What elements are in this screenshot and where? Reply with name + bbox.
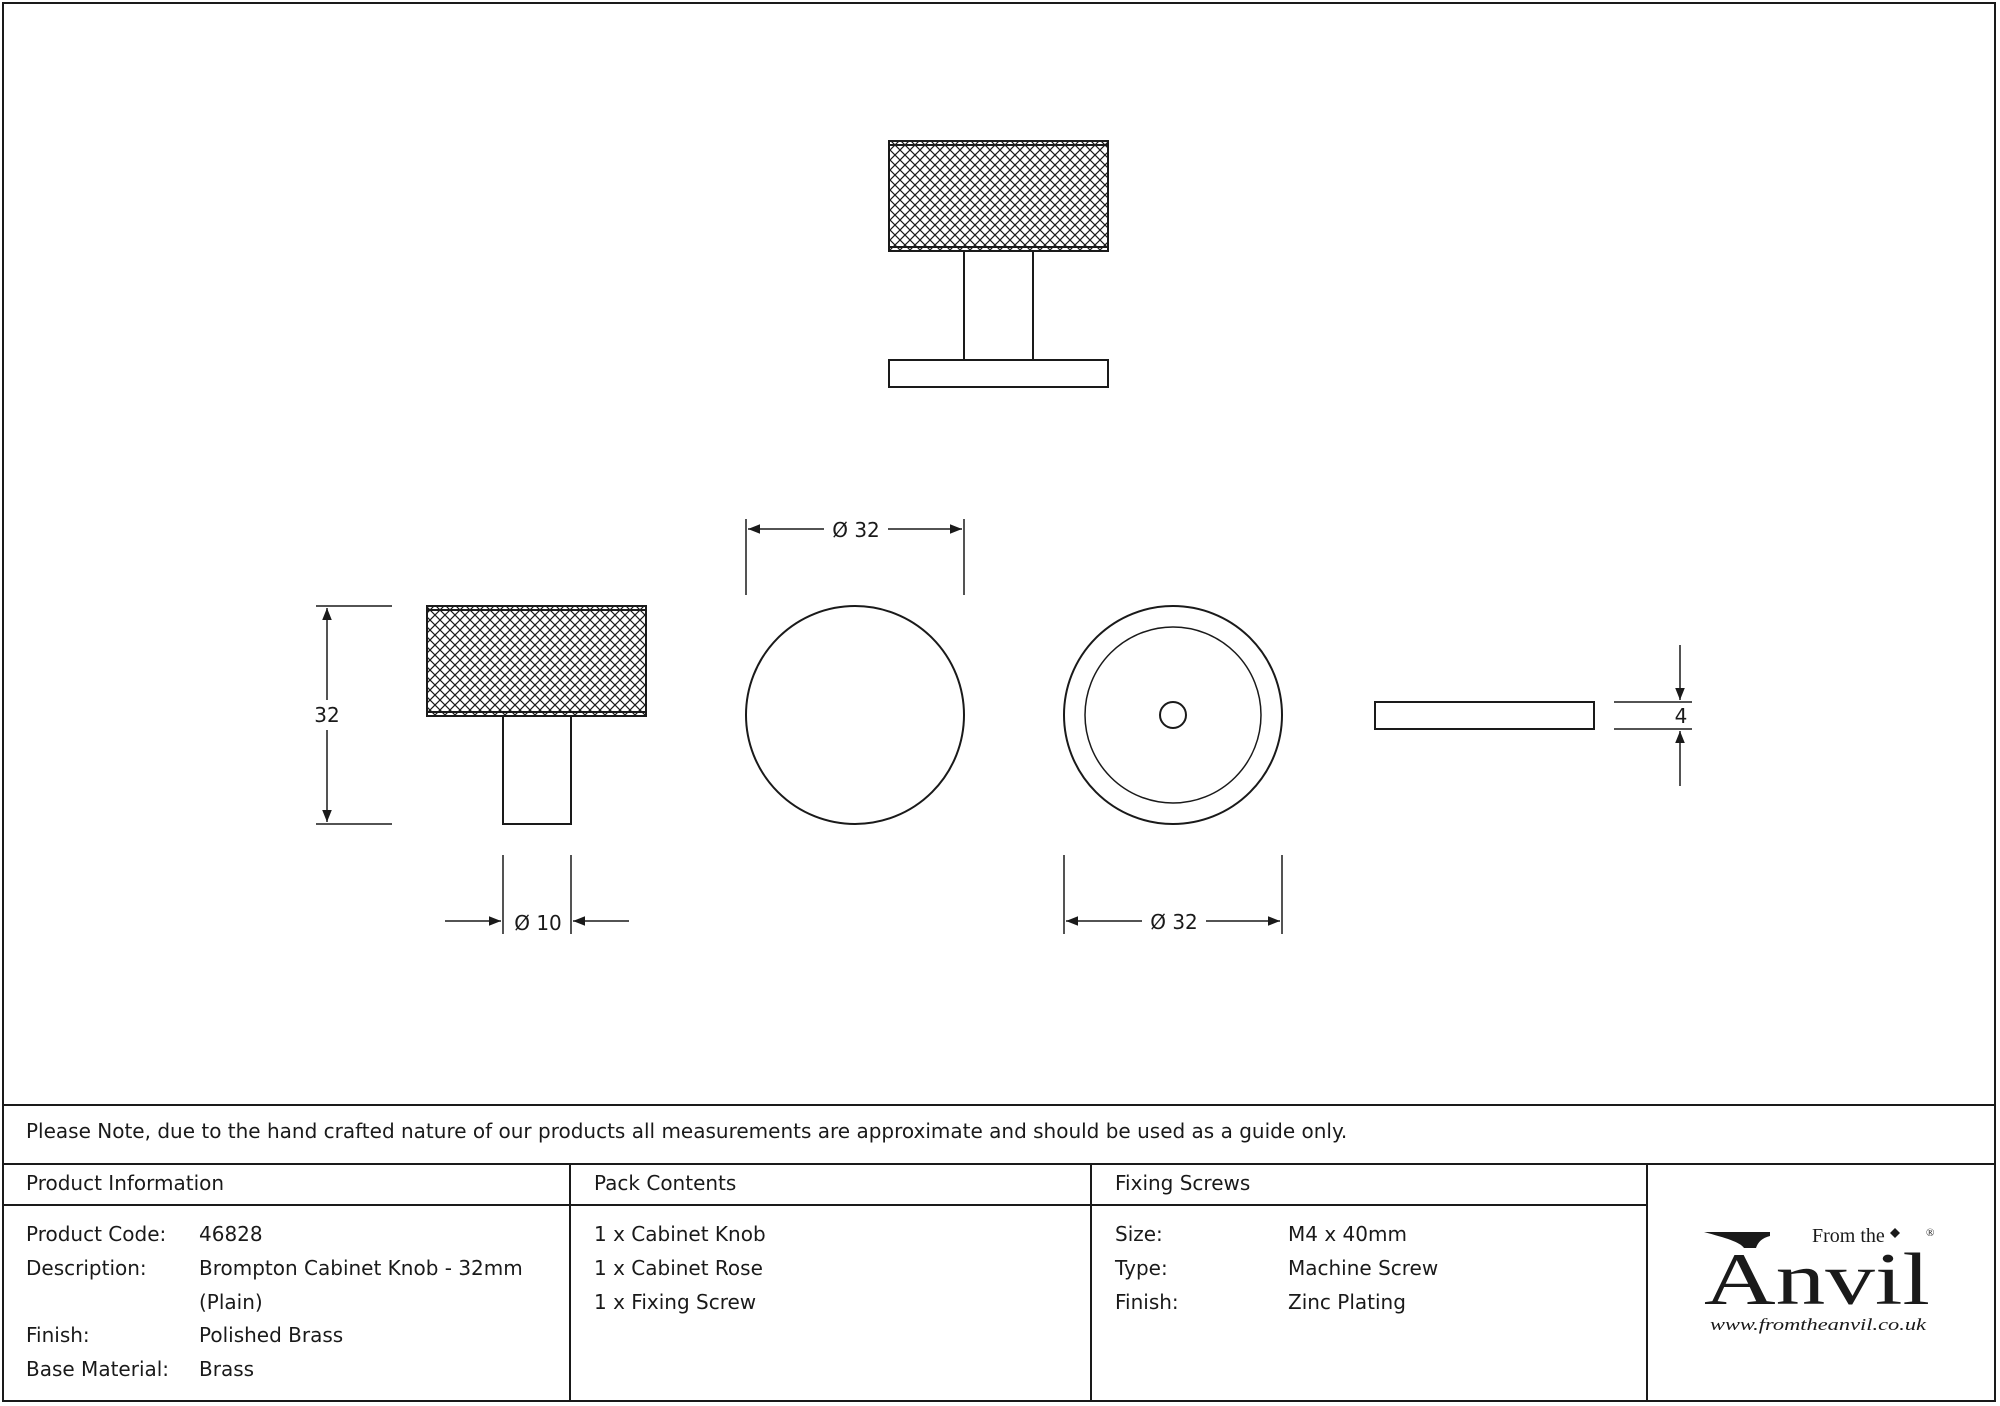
thickness-label: 4 — [1675, 704, 1688, 728]
base-material-value: Brass — [199, 1357, 255, 1381]
top-diameter-label: Ø 32 — [832, 518, 880, 542]
height-label: 32 — [314, 703, 339, 727]
thickness-dimension — [1614, 645, 1692, 786]
screw-finish-label: Finish: — [1115, 1290, 1179, 1314]
product-code-label: Product Code: — [26, 1222, 167, 1246]
anvil-icon — [1704, 1232, 1770, 1248]
product-info-heading: Product Information — [26, 1171, 225, 1195]
screw-type-label: Type: — [1115, 1256, 1168, 1280]
knob-front-elevation — [888, 140, 1109, 388]
finish-value: Polished Brass — [199, 1323, 344, 1347]
technical-drawing: 32 Ø 10 Ø 32 Ø 32 4 — [314, 140, 1692, 935]
rose-diameter-label: Ø 32 — [1150, 910, 1198, 934]
base-material-label: Base Material: — [26, 1357, 170, 1381]
finish-label: Finish: — [26, 1323, 90, 1347]
pack-item: 1 x Cabinet Knob — [594, 1222, 766, 1246]
stem-dimension — [445, 855, 629, 934]
height-dimension — [316, 605, 392, 825]
rose-top-view — [1063, 605, 1283, 825]
logo-anvil-wordmark: Anvil — [1704, 1239, 1930, 1321]
rose-diameter-dimension — [1063, 855, 1283, 934]
logo-from-the: From the — [1812, 1225, 1885, 1247]
description-value-continued: (Plain) — [199, 1290, 263, 1314]
fixing-screws-heading: Fixing Screws — [1115, 1171, 1251, 1195]
column-divider-2 — [1090, 1163, 1092, 1402]
top-diameter-dimension — [745, 519, 965, 595]
measurement-note: Please Note, due to the hand crafted nat… — [26, 1119, 1348, 1143]
from-the-anvil-logo: From the ® Anvil www.fromtheanvil.co.uk — [1704, 1225, 1934, 1334]
divider-header-bottom — [2, 1204, 1647, 1206]
column-divider-1 — [569, 1163, 571, 1402]
description-value: Brompton Cabinet Knob - 32mm — [199, 1256, 523, 1280]
stem-diameter-label: Ø 10 — [514, 911, 562, 935]
column-divider-3 — [1646, 1163, 1648, 1402]
knob-top-view — [745, 605, 965, 825]
screw-finish-value: Zinc Plating — [1288, 1290, 1406, 1314]
screw-size-value: M4 x 40mm — [1288, 1222, 1407, 1246]
product-code-value: 46828 — [199, 1222, 263, 1246]
screw-size-label: Size: — [1115, 1222, 1163, 1246]
diamond-icon — [1890, 1228, 1900, 1238]
logo-url: www.fromtheanvil.co.uk — [1710, 1315, 1927, 1334]
description-label: Description: — [26, 1256, 147, 1280]
pack-item: 1 x Fixing Screw — [594, 1290, 757, 1314]
pack-item: 1 x Cabinet Rose — [594, 1256, 763, 1280]
screw-type-value: Machine Screw — [1288, 1256, 1439, 1280]
knob-side-view — [426, 605, 647, 825]
rose-side-view — [1374, 701, 1595, 730]
logo-registered-mark: ® — [1926, 1227, 1934, 1239]
pack-contents-heading: Pack Contents — [594, 1171, 737, 1195]
divider-note-top — [2, 1104, 1996, 1106]
divider-table-top — [2, 1163, 1996, 1165]
